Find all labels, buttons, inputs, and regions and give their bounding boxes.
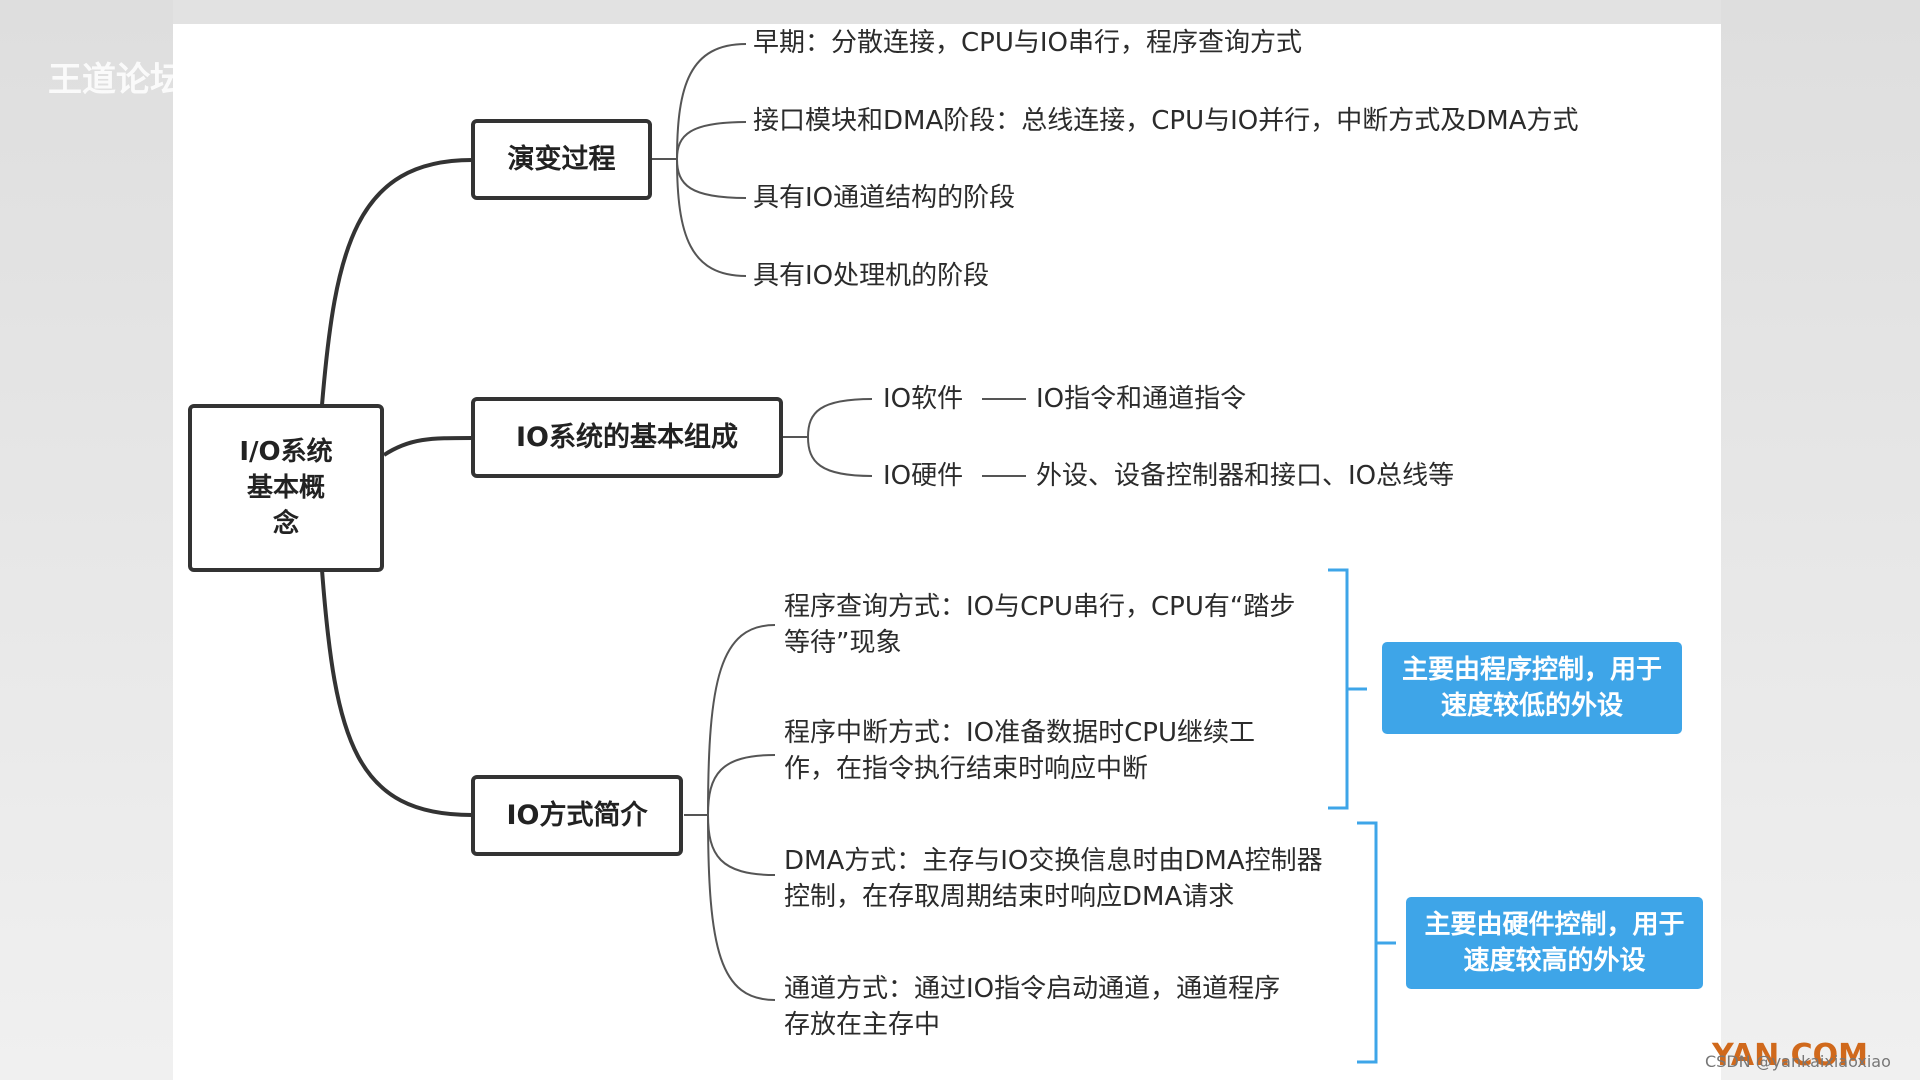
callout-program-controlled: 主要由程序控制，用于速度较低的外设: [1382, 642, 1682, 734]
callout-hardware-controlled: 主要由硬件控制，用于速度较高的外设: [1406, 897, 1703, 989]
method-polling: 程序查询方式：IO与CPU串行，CPU有“踏步等待”现象: [784, 592, 1296, 658]
branch-node-io-methods: IO方式简介: [471, 775, 683, 856]
callout-program-controlled-text: 主要由程序控制，用于速度较低的外设: [1401, 655, 1662, 721]
top-bar: [0, 0, 1920, 24]
left-margin: [0, 0, 173, 1080]
watermark-csdn: CSDN @yankaixiaoxiao: [1705, 1052, 1891, 1071]
evolution-channel-stage: 具有IO通道结构的阶段: [753, 183, 1016, 213]
watermark-wangdao: 王道论坛: [48, 60, 184, 100]
composition-hardware-detail: 外设、设备控制器和接口、IO总线等: [1036, 461, 1455, 491]
root-node-label: I/O系统基本概念: [239, 437, 333, 539]
evolution-early: 早期：分散连接，CPU与IO串行，程序查询方式: [753, 28, 1302, 58]
branch-node-composition: IO系统的基本组成: [471, 397, 783, 478]
callout-hardware-controlled-text: 主要由硬件控制，用于速度较高的外设: [1424, 910, 1685, 976]
evolution-dma-stage: 接口模块和DMA阶段：总线连接，CPU与IO并行，中断方式及DMA方式: [753, 106, 1579, 136]
root-to-branch-2: [382, 436, 473, 457]
evolution-processor-stage: 具有IO处理机的阶段: [753, 261, 990, 291]
branch-node-composition-label: IO系统的基本组成: [516, 421, 738, 453]
method-channel: 通道方式：通过IO指令启动通道，通道程序存放在主存中: [784, 974, 1281, 1040]
watermark-bilibili: bilibili: [215, 38, 390, 96]
composition-hardware: IO硬件: [883, 461, 964, 491]
right-margin: [1721, 0, 1920, 1080]
root-to-branch-3: [320, 569, 473, 817]
root-to-branch-1: [320, 158, 473, 406]
watermark-yan: YAN.COM: [1712, 1038, 1868, 1073]
branch-node-evolution: 演变过程: [471, 119, 652, 200]
bracket-upper: [1328, 568, 1367, 810]
composition-software: IO软件: [883, 384, 964, 414]
method-interrupt: 程序中断方式：IO准备数据时CPU继续工作，在指令执行结束时响应中断: [784, 718, 1255, 784]
group-brackets: [1328, 568, 1396, 1064]
method-dma: DMA方式：主存与IO交换信息时由DMA控制器控制，在存取周期结束时响应DMA请…: [784, 846, 1323, 912]
root-node: I/O系统基本概念: [188, 404, 384, 572]
composition-software-detail: IO指令和通道指令: [1036, 384, 1247, 414]
bracket-lower: [1357, 821, 1396, 1064]
branch-node-io-methods-label: IO方式简介: [506, 799, 648, 831]
branch-node-evolution-label: 演变过程: [507, 143, 616, 175]
